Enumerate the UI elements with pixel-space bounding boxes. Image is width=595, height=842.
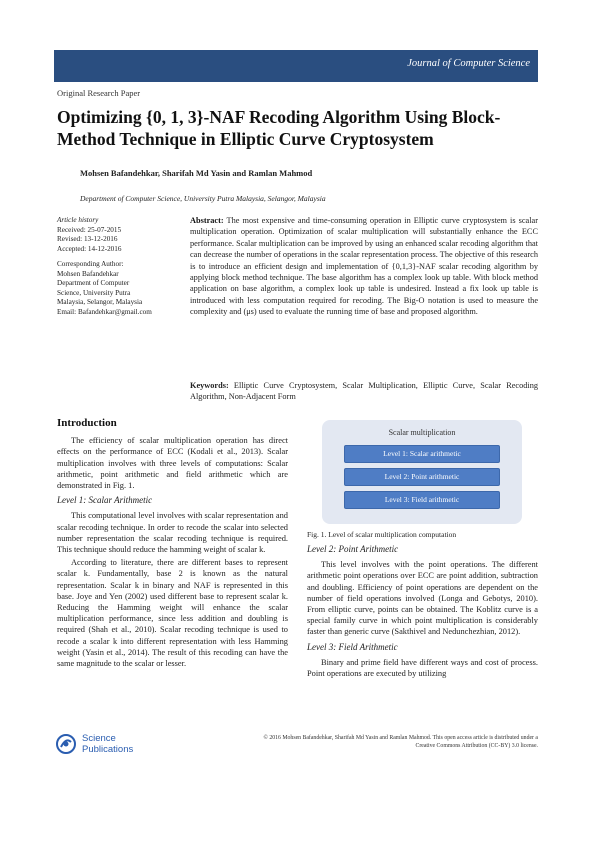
level2-heading: Level 2: Point Arithmetic: [307, 544, 399, 554]
copyright-notice: © 2016 Mohsen Bafandehkar, Sharifah Md Y…: [196, 734, 538, 750]
keywords-text: Elliptic Curve Cryptosystem, Scalar Mult…: [190, 381, 538, 402]
journal-banner: Journal of Computer Science: [54, 50, 538, 82]
figure-level3-box: Level 3: Field arithmetic: [344, 491, 500, 509]
abstract-label: Abstract:: [190, 216, 224, 225]
publisher-logo: Science Publications: [55, 731, 155, 763]
abstract: Abstract: The most expensive and time-co…: [190, 215, 538, 318]
license-line: Creative Commons Attribution (CC-BY) 3.0…: [415, 743, 538, 749]
paper-title: Optimizing {0, 1, 3}-NAF Recoding Algori…: [57, 107, 501, 149]
corresponding-author-dept-2: Science, University Putra: [57, 288, 131, 297]
revised-date: Revised: 13-12-2016: [57, 235, 118, 243]
level3-heading: Level 3: Field Arithmetic: [307, 641, 398, 652]
corresponding-author-email[interactable]: Email: Bafandehkar@gmail.com: [57, 307, 152, 316]
accepted-date: Accepted: 14-12-2016: [57, 244, 122, 253]
introduction-heading: Introduction: [57, 417, 117, 429]
article-history-label: Article history: [57, 216, 99, 224]
scalar-multiplication-figure: Scalar multiplication Level 1: Scalar ar…: [322, 420, 522, 524]
publisher-name-line-1: Science: [82, 733, 116, 744]
figure-title: Scalar multiplication: [388, 428, 456, 437]
introduction-paragraph: The efficiency of scalar multiplication …: [57, 436, 288, 491]
left-column: Introduction The efficiency of scalar mu…: [57, 417, 288, 671]
paper-type: Original Research Paper: [57, 88, 141, 98]
keywords-label: Keywords:: [190, 381, 229, 390]
level1-heading: Level 1: Scalar Arithmetic: [57, 495, 153, 506]
corresponding-author-dept: Department of Computer: [57, 279, 130, 287]
corresponding-author-label: Corresponding Author:: [57, 260, 124, 268]
right-column: Level 2: Point Arithmetic This level inv…: [307, 540, 538, 681]
figure-caption: Fig. 1. Level of scalar multiplication c…: [307, 530, 457, 539]
figure-level1-box: Level 1: Scalar arithmetic: [344, 445, 500, 463]
journal-name: Journal of Computer Science: [407, 58, 530, 69]
article-info-sidebar: Article history Received: 25-07-2015 Rev…: [57, 216, 175, 317]
level1-paragraph-1: This computational level involves with s…: [57, 511, 288, 555]
publisher-name-line-2: Publications: [82, 744, 134, 755]
level2-paragraph: This level involves with the point opera…: [307, 560, 538, 637]
corresponding-author-name: Mohsen Bafandehkar: [57, 269, 119, 278]
abstract-text: The most expensive and time-consuming op…: [190, 216, 538, 317]
science-publications-logo-icon: [56, 734, 76, 754]
copyright-line-1: © 2016 Mohsen Bafandehkar, Sharifah Md Y…: [263, 735, 538, 741]
corresponding-author-location: Malaysia, Selangor, Malaysia: [57, 298, 143, 306]
figure-level2-box: Level 2: Point arithmetic: [344, 468, 500, 486]
level1-paragraph-2: According to literature, there are diffe…: [57, 558, 288, 669]
affiliation: Department of Computer Science, Universi…: [80, 194, 326, 203]
author-list: Mohsen Bafandehkar, Sharifah Md Yasin an…: [80, 168, 313, 178]
publisher-name: Science Publications: [82, 733, 133, 755]
keywords: Keywords: Elliptic Curve Cryptosystem, S…: [190, 380, 538, 403]
level3-paragraph: Binary and prime field have different wa…: [307, 657, 538, 679]
received-date: Received: 25-07-2015: [57, 225, 122, 234]
